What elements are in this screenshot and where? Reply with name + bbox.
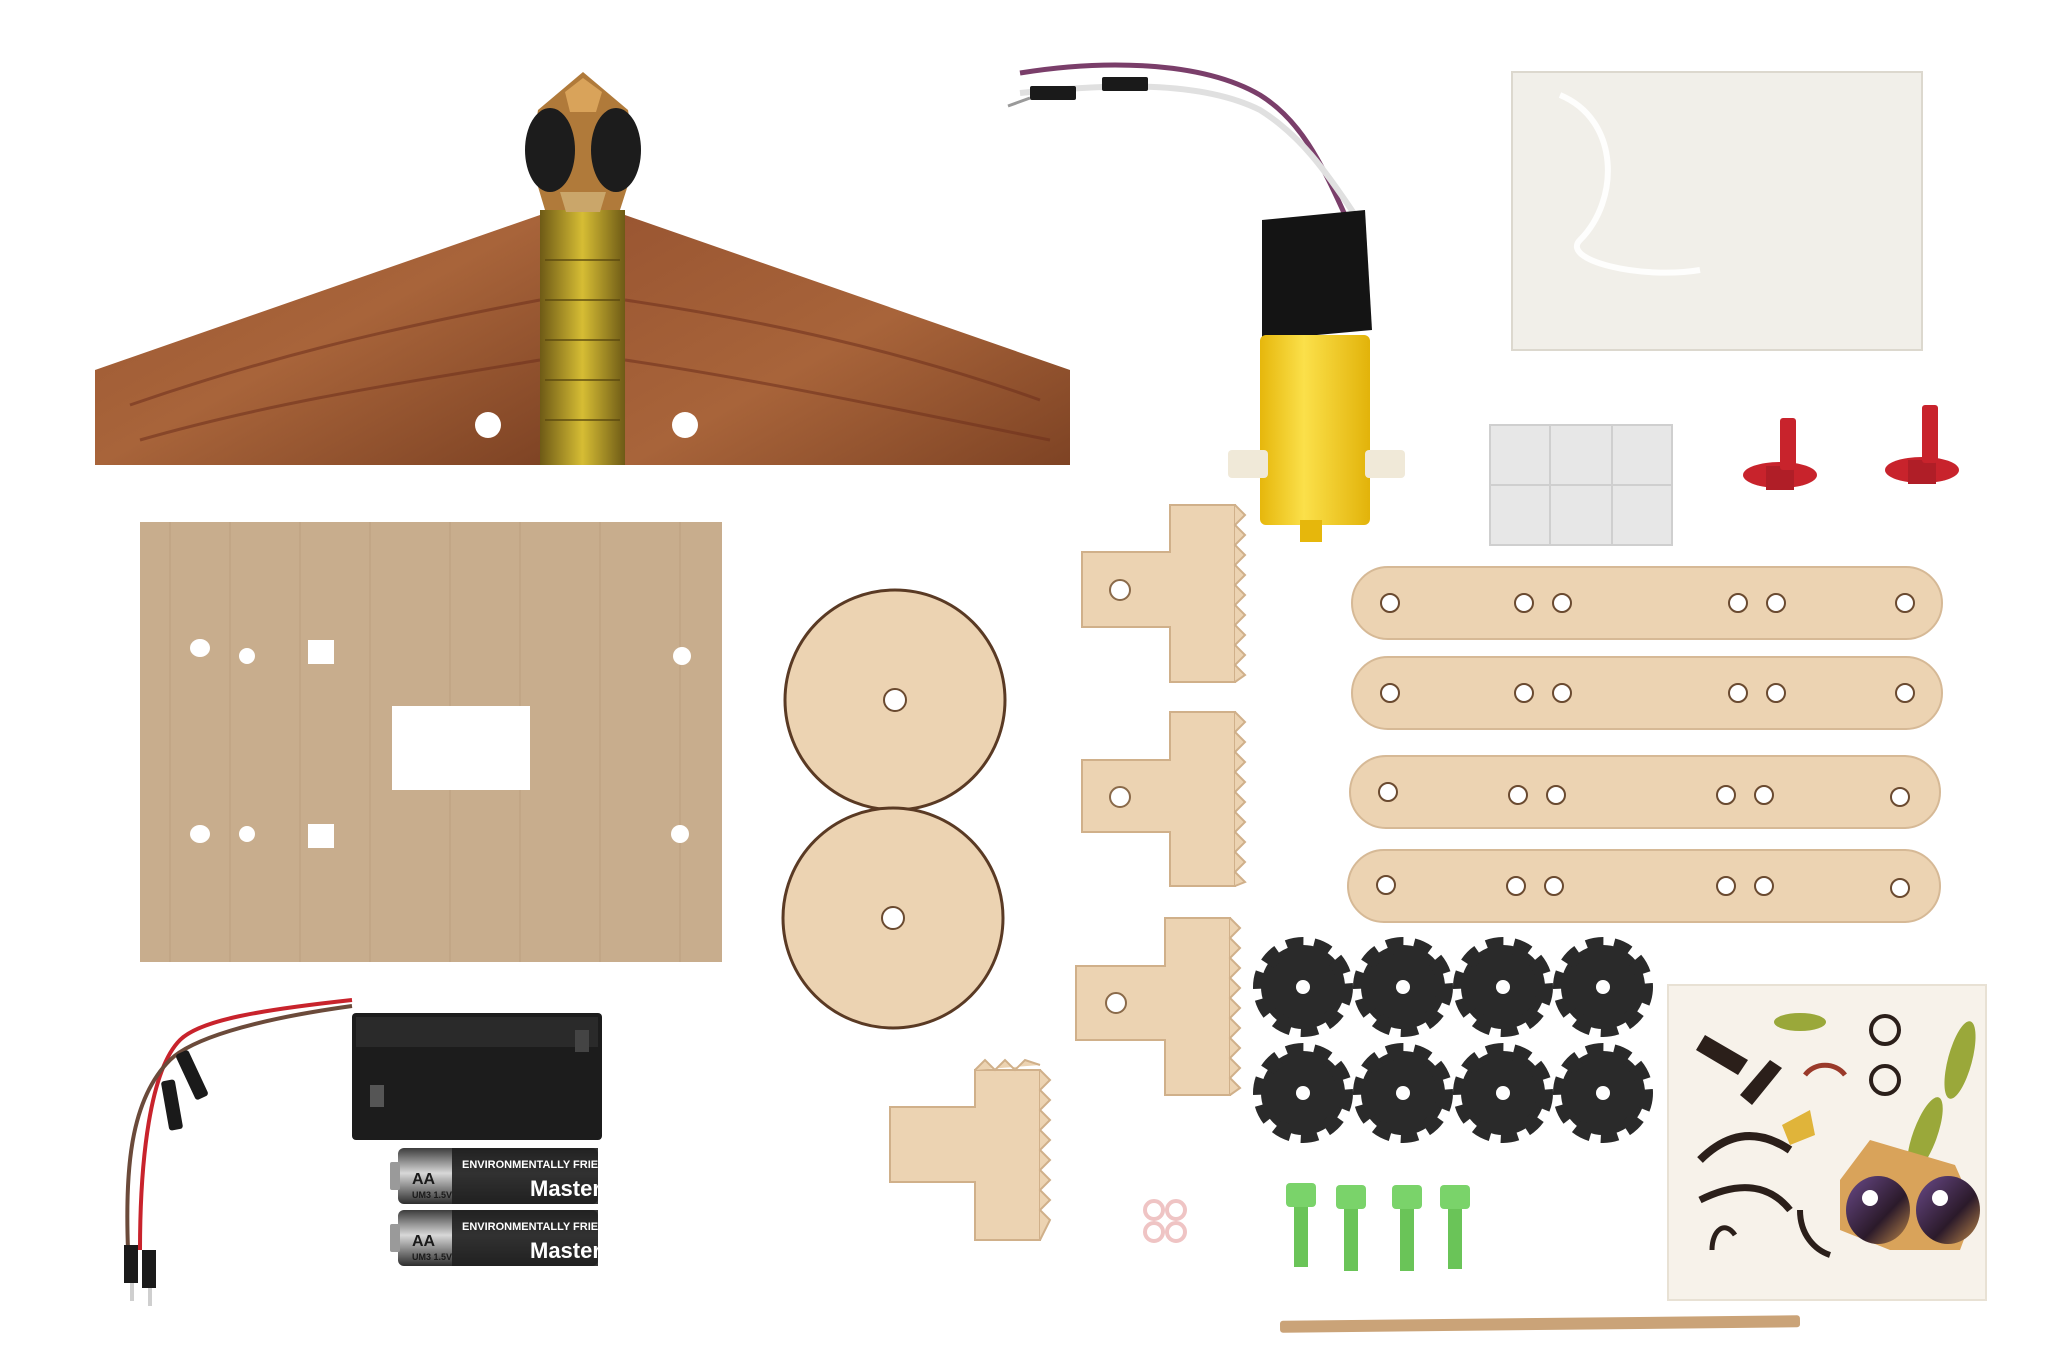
sticker-sheet bbox=[1667, 984, 1987, 1301]
green-screw bbox=[1440, 1185, 1470, 1269]
foam-gear bbox=[1553, 937, 1653, 1037]
wing-hole-right bbox=[672, 412, 698, 438]
plywood-strip-3 bbox=[1349, 755, 1941, 829]
serrated-wood-piece-1 bbox=[1081, 504, 1247, 683]
motor-gearbox bbox=[1260, 335, 1370, 525]
bird-head bbox=[525, 72, 641, 212]
sticker-bird-head bbox=[1840, 1140, 1980, 1250]
wooden-disc-bottom bbox=[781, 806, 1005, 1030]
battery-slogan: ENVIRONMENTALLY FRIENDLY bbox=[462, 1221, 628, 1233]
battery-spec: UM3 1.5V bbox=[412, 1252, 452, 1262]
battery-pack bbox=[124, 998, 602, 1306]
foam-gear bbox=[1453, 937, 1553, 1037]
aa-battery-1: ENVIRONMENTALLY FRIENDLY Mastertech AA U… bbox=[390, 1148, 646, 1204]
foam-gear bbox=[1253, 1043, 1353, 1143]
foam-gear bbox=[1353, 937, 1453, 1037]
red-crank-hub-1 bbox=[1743, 418, 1817, 490]
green-screw bbox=[1336, 1185, 1366, 1271]
green-screws bbox=[1286, 1183, 1470, 1271]
battery-spec: UM3 1.5V bbox=[412, 1190, 452, 1200]
plywood-strip-1 bbox=[1351, 566, 1943, 640]
red-crank-hub-2 bbox=[1885, 405, 1959, 484]
battery-brand: Mastertech bbox=[530, 1176, 646, 1201]
base-motor-slot bbox=[392, 706, 530, 790]
plywood-strip-4 bbox=[1347, 849, 1941, 923]
bird-wing-cutout bbox=[95, 72, 1070, 465]
battery-slogan: ENVIRONMENTALLY FRIENDLY bbox=[462, 1159, 628, 1171]
green-screw bbox=[1392, 1185, 1422, 1271]
gear-motor bbox=[1007, 62, 1405, 542]
bird-body bbox=[540, 210, 625, 465]
adhesive-pads bbox=[1489, 424, 1673, 546]
aa-battery-2: ENVIRONMENTALLY FRIENDLY Mastertech AA U… bbox=[390, 1210, 646, 1266]
wing-hole-left bbox=[475, 412, 501, 438]
foam-gears bbox=[1253, 937, 1653, 1143]
foam-gear bbox=[1353, 1043, 1453, 1143]
wooden-dowel bbox=[1279, 1315, 1801, 1333]
small-washers bbox=[1143, 1199, 1187, 1243]
serrated-wood-piece-4 bbox=[889, 1058, 1052, 1241]
wooden-disc-top bbox=[783, 588, 1007, 812]
serrated-wood-piece-2 bbox=[1081, 711, 1247, 887]
foam-gear bbox=[1253, 937, 1353, 1037]
battery-size: AA bbox=[412, 1171, 436, 1188]
foam-gear bbox=[1453, 1043, 1553, 1143]
cardboard-base bbox=[140, 522, 722, 962]
motor-tape-wrap bbox=[1262, 210, 1372, 340]
foam-gear bbox=[1553, 1043, 1653, 1143]
green-screw bbox=[1286, 1183, 1316, 1267]
white-adhesive-sheet bbox=[1511, 71, 1923, 351]
battery-size: AA bbox=[412, 1233, 436, 1250]
battery-brand: Mastertech bbox=[530, 1238, 646, 1263]
serrated-wood-piece-3 bbox=[1075, 917, 1242, 1096]
plywood-strip-2 bbox=[1351, 656, 1943, 730]
